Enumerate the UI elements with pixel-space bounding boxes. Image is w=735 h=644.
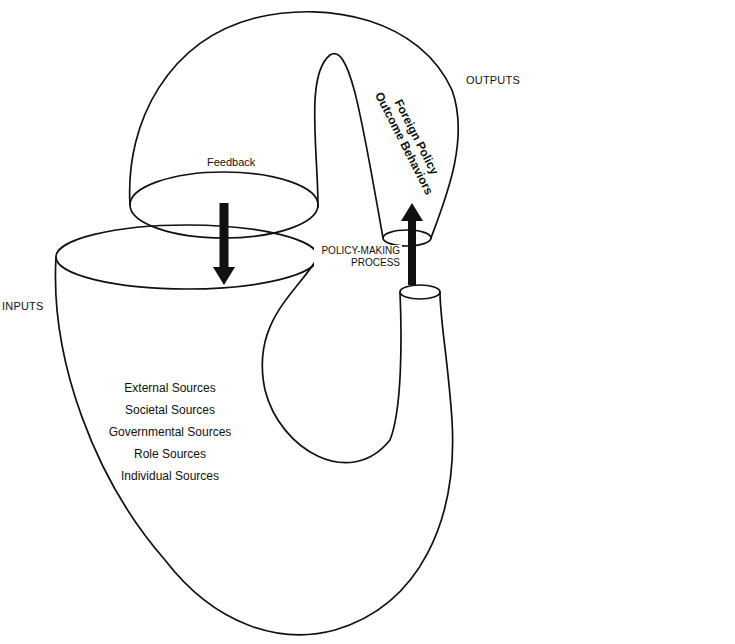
upper-outer-wall [130, 12, 459, 238]
bowl-inner-wall [262, 257, 401, 463]
flow-arrow [220, 203, 229, 267]
edge-label: POLICY-MAKING PROCESS [314, 245, 402, 268]
edge-label: Feedback [205, 156, 257, 169]
tube-caption: Foreign Policy Outcome Behaviors [370, 81, 449, 199]
process-mouth [400, 285, 440, 299]
input-bowl: INPUTS External SourcesSocietal SourcesGo… [0, 285, 460, 640]
source-item: Individual Sources [60, 469, 280, 483]
source-item: Role Sources [60, 447, 280, 461]
upper-inner-wall [315, 54, 383, 238]
section-heading: INPUTS [2, 300, 44, 313]
output-mouth [383, 230, 431, 246]
source-item: Governmental Sources [60, 425, 280, 439]
source-item: Societal Sources [60, 403, 280, 417]
section-heading: OUTPUTS [466, 74, 520, 87]
output-loop: OUTPUTS Foreign Policy Outcome Behaviors [120, 5, 540, 203]
flow-arrow [408, 221, 416, 285]
bowl-outer-wall [55, 257, 452, 635]
bowl-opening [56, 225, 318, 289]
source-item: External Sources [60, 381, 280, 395]
